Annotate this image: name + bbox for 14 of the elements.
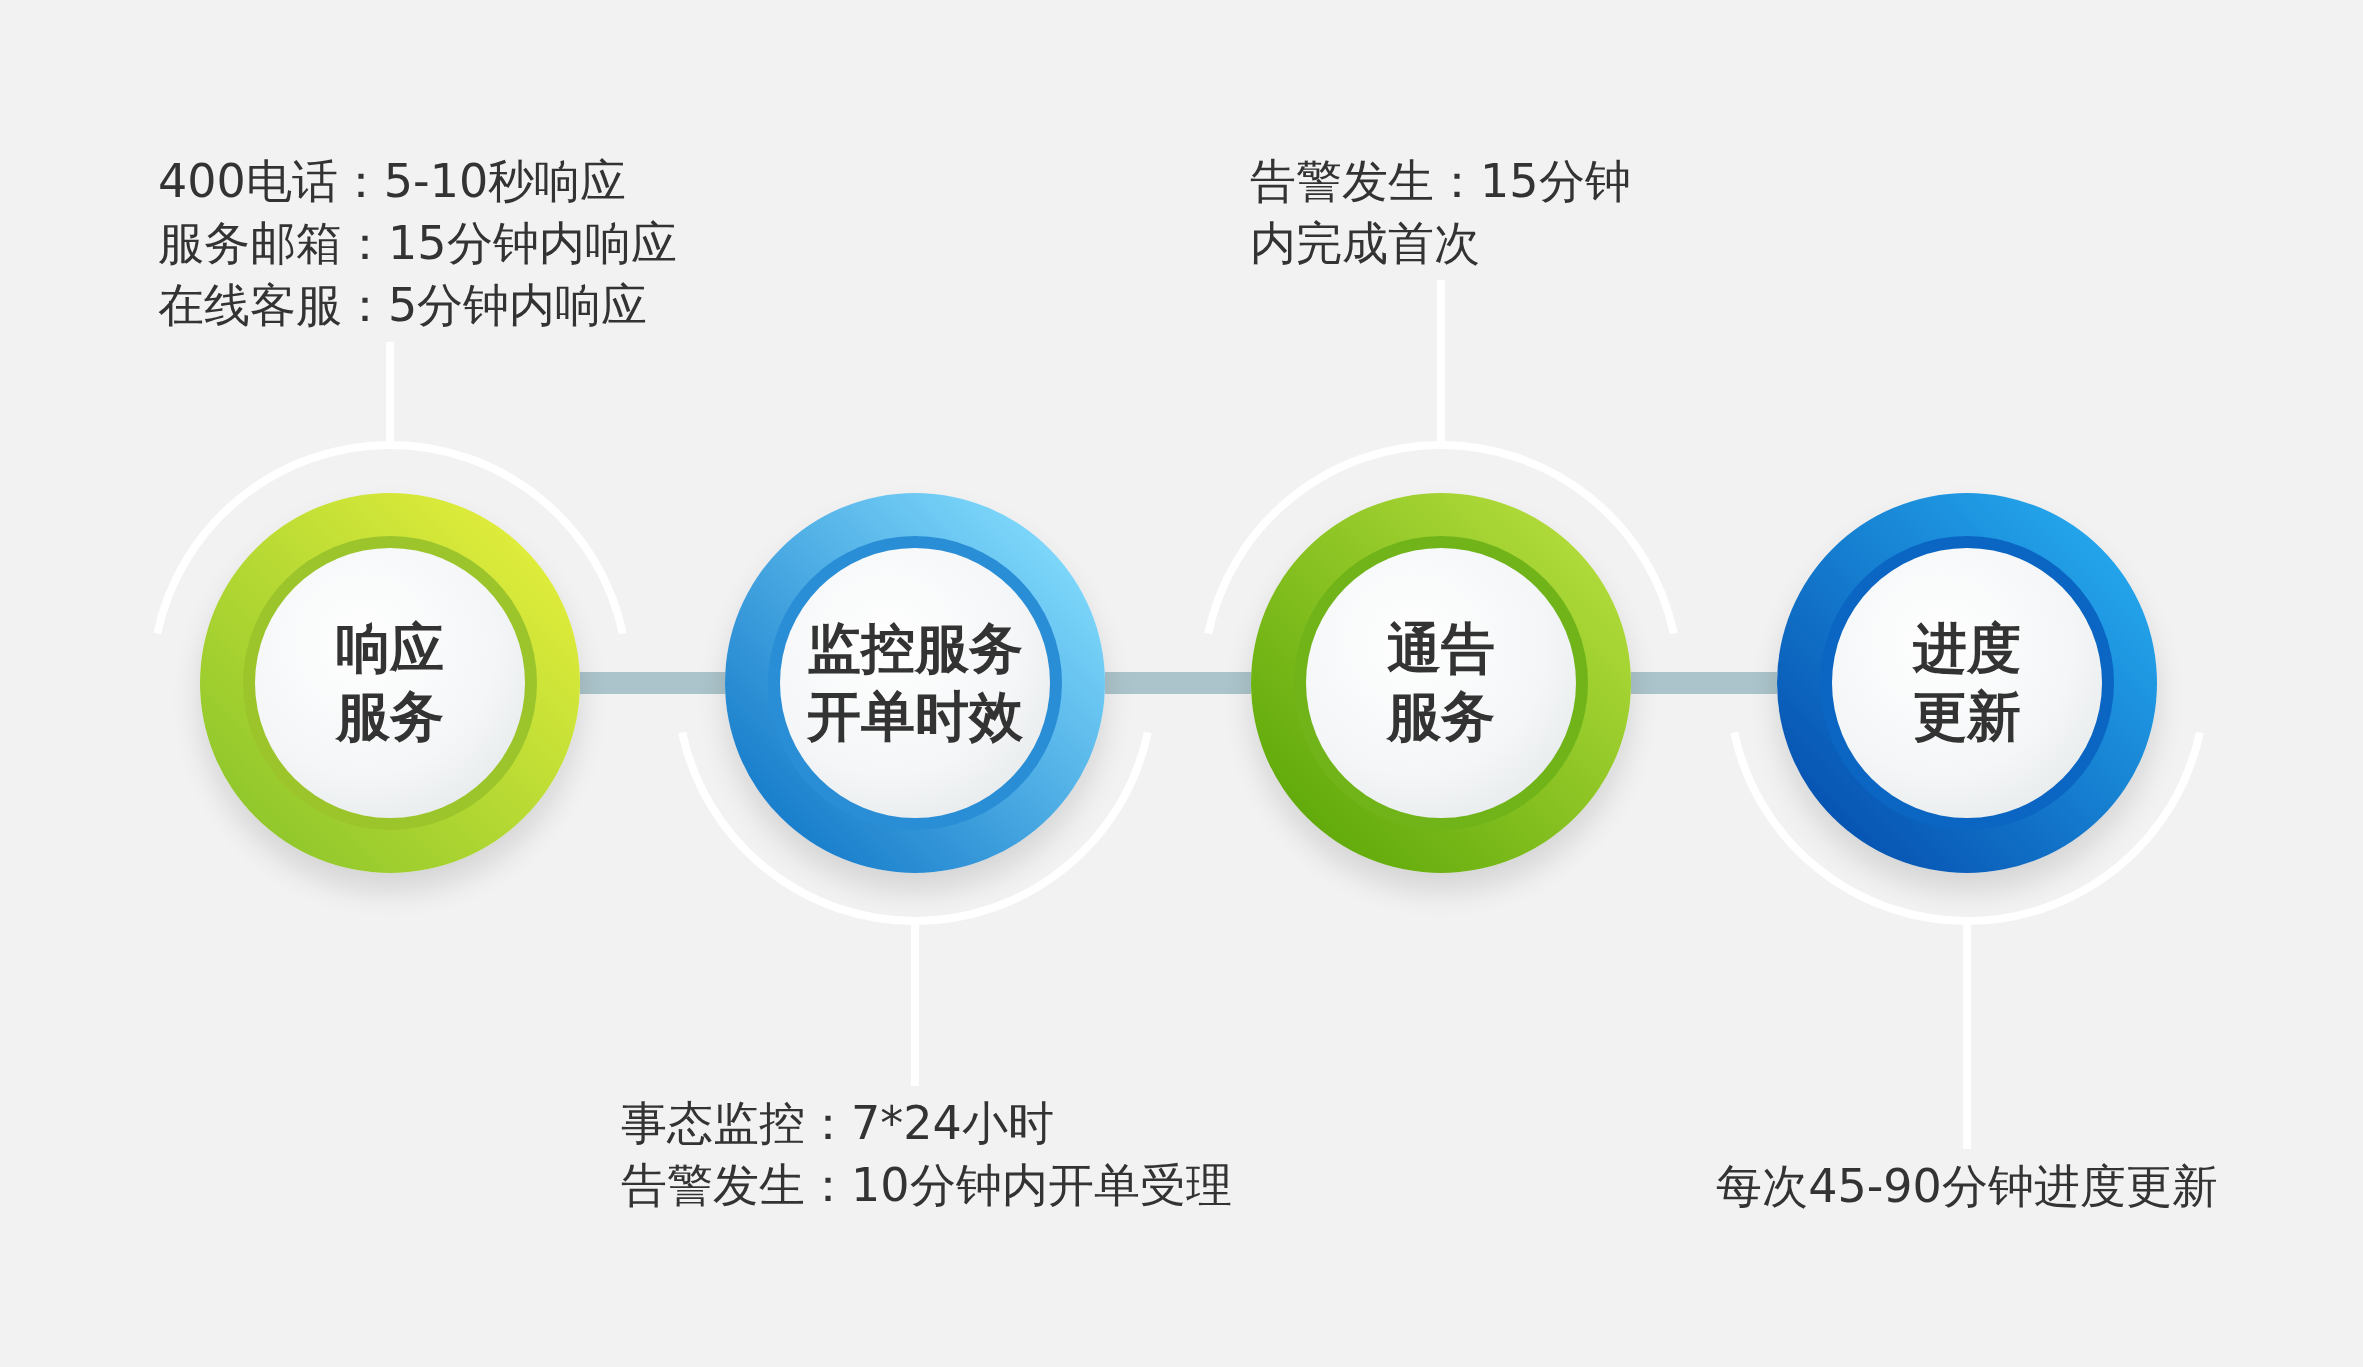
info-text: 400电话：5-10秒响应 — [158, 153, 628, 210]
info-text: 事态监控：7*24小时 — [621, 1095, 1055, 1152]
info-text: 告警发生：15分钟内完成首次 — [1250, 153, 1632, 272]
info-text: 服务邮箱：15分钟内响应 — [158, 215, 677, 272]
connector-bar — [1105, 672, 1251, 694]
info-text: 每次45-90分钟进度更新 — [1716, 1158, 2218, 1215]
circle-label: 监控服务开单时效 — [806, 616, 1024, 750]
connector-bar — [1631, 672, 1777, 694]
info-text: 在线客服：5分钟内响应 — [158, 277, 649, 334]
circle-label: 通告服务 — [1385, 616, 1496, 750]
circle-label: 响应服务 — [334, 616, 445, 750]
connector-bar — [580, 672, 725, 694]
circle-label: 进度更新 — [1911, 616, 2022, 750]
info-text: 告警发生：10分钟内开单受理 — [621, 1157, 1232, 1214]
